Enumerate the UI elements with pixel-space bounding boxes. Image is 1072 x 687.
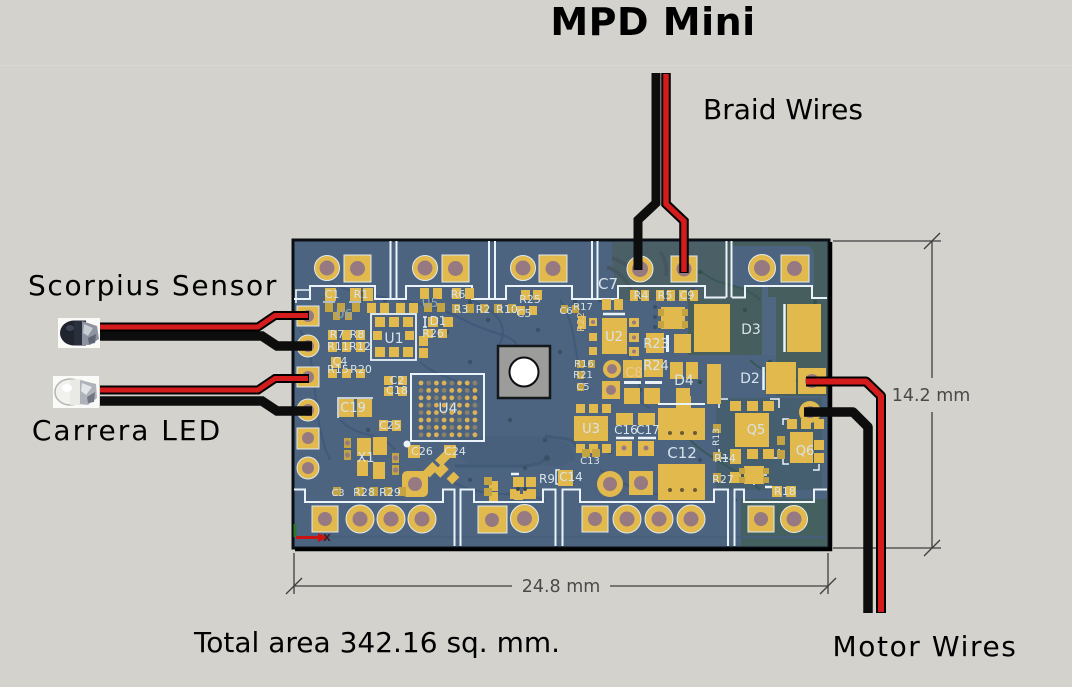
refdes-r21: R21: [573, 370, 593, 381]
led-wires: [100, 374, 312, 416]
mounting-hole: [496, 344, 552, 400]
refdes-r16: R16: [574, 359, 594, 370]
refdes-r26: R26: [422, 327, 444, 340]
refdes-c1: C1: [325, 288, 340, 301]
refdes-r23: R23: [643, 337, 669, 352]
refdes-r3: R3: [454, 303, 469, 316]
refdes-c3: C3: [331, 488, 344, 499]
refdes-c26: C26: [411, 445, 433, 458]
refdes-r28: R28: [353, 486, 375, 499]
refdes-c5: C5: [576, 382, 589, 393]
board-edge-shadow: [295, 242, 833, 552]
refdes-r12: R12: [349, 340, 371, 353]
refdes-c9: C9: [680, 289, 695, 302]
refdes-q5: Q5: [747, 423, 766, 438]
refdes-u3: U3: [582, 422, 600, 437]
refdes-r11: R11: [327, 340, 349, 353]
refdes-r15: R15: [327, 363, 349, 376]
braid-wires-label: Braid Wires: [703, 93, 863, 126]
refdes-r17: R17: [573, 302, 593, 313]
refdes-c6: C6: [559, 306, 572, 317]
refdes-r6: R6: [451, 288, 466, 301]
refdes-r24: R24: [643, 359, 669, 374]
refdes-u4: U4: [438, 401, 457, 417]
refdes-r14: R14: [714, 452, 736, 465]
refdes-r9: R9: [539, 472, 555, 486]
refdes-r8: R8: [350, 328, 365, 341]
refdes-c4: C4: [333, 355, 348, 368]
motor-wires: [804, 376, 886, 613]
scorpius-sensor-photo: [58, 318, 100, 348]
refdes-r2: R2: [476, 303, 491, 316]
refdes-r25: R25: [519, 293, 541, 306]
bottom-pad-groups: [311, 504, 808, 534]
refdes-r4: R4: [634, 289, 649, 302]
refdes-r18: R18: [774, 485, 796, 498]
board-silkscreen: [294, 241, 827, 546]
carrera-led-label: Carrera LED: [32, 414, 222, 447]
dimension-annotations: 24.8 mm 14.2 mm: [285, 232, 971, 597]
refdes-c17: C17: [636, 423, 660, 437]
refdes-u5: U5: [422, 296, 438, 310]
refdes-d2: D2: [740, 371, 760, 387]
refdes-u6: U6: [336, 307, 352, 321]
pcb-board: C7R4R5C9C1R1U5R6R3R2R10R25C5C6R17R22U6R7…: [291, 238, 833, 552]
refdes-r1: R1: [354, 288, 369, 301]
refdes-c25: C25: [379, 419, 401, 432]
refdes-r10: R10: [496, 303, 518, 316]
wires: [100, 73, 886, 613]
refdes-u1: U1: [384, 331, 403, 347]
refdes-c16: C16: [614, 423, 638, 437]
refdes-r22: R22: [576, 312, 587, 332]
refdes-c5: C5: [517, 307, 532, 320]
braid-wires: [633, 73, 689, 273]
refdes-c8: C8: [625, 366, 642, 381]
refdes-c2: C2: [390, 374, 405, 387]
refdes-c19: C19: [340, 401, 366, 416]
width-dimension-label: 24.8 mm: [522, 577, 601, 597]
refdes-r7: R7: [330, 328, 345, 341]
refdes-c14: C14: [559, 470, 583, 484]
diagram-title: MPD Mini: [550, 0, 755, 44]
refdes-c24: C24: [444, 445, 466, 458]
refdes-r20: R20: [350, 363, 372, 376]
refdes-d3: D3: [741, 322, 761, 338]
axis-origin-marker: [293, 524, 328, 542]
refdes-c18: C18: [386, 384, 408, 397]
board-components: [325, 288, 826, 501]
refdes-r13: R13: [712, 428, 722, 446]
carrera-led-photo: [53, 376, 99, 408]
refdes-x1: X1: [357, 451, 374, 466]
u4-bga-grid: [418, 380, 478, 438]
motor-wires-label: Motor Wires: [833, 630, 1018, 663]
refdes-r29: R29: [379, 486, 401, 499]
total-area-label: Total area 342.16 sq. mm.: [193, 626, 560, 659]
height-dimension-label: 14.2 mm: [892, 386, 971, 406]
refdes-r27: R27: [712, 473, 734, 486]
refdes-x: X: [323, 533, 331, 544]
refdes-d4: D4: [674, 373, 694, 389]
refdes-c7: C7: [598, 275, 618, 293]
refdes-c12: C12: [667, 444, 697, 462]
refdes-q6: Q6: [796, 444, 815, 459]
refdes-c13: C13: [580, 456, 600, 467]
refdes-u2: U2: [605, 330, 623, 345]
refdes-d1: D1: [430, 314, 447, 328]
sensor-wires: [100, 311, 312, 351]
refdes-r5: R5: [658, 289, 673, 302]
scorpius-sensor-label: Scorpius Sensor: [28, 269, 278, 302]
